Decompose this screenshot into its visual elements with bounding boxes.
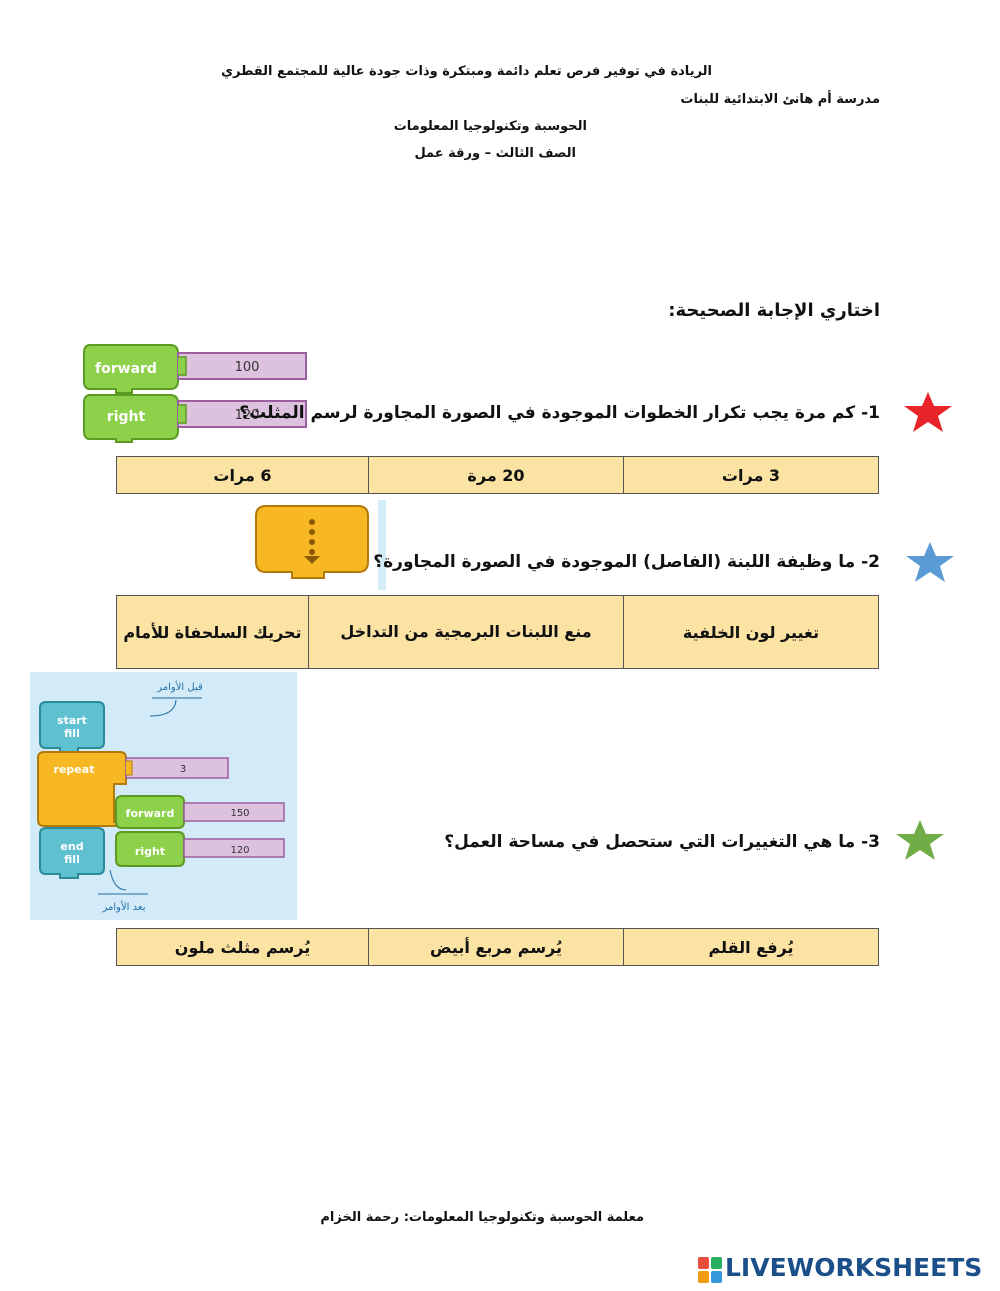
q1-option-2[interactable]: 20 مرة <box>368 456 624 494</box>
before-commands-label: قبل الأوامر <box>156 680 203 693</box>
subject-title: الحوسبة وتكنولوجيا المعلومات <box>393 119 587 134</box>
q3-option-3[interactable]: يُرسم مثلث ملون <box>116 928 369 966</box>
repeat-value: 3 <box>180 764 186 775</box>
end-fill-line1: end <box>60 840 83 853</box>
liveworksheets-mark-icon <box>698 1257 722 1283</box>
q3-option-2[interactable]: يُرسم مربع أبيض <box>368 928 624 966</box>
start-fill-line2: fill <box>64 727 80 740</box>
liveworksheets-logo: LIVEWORKSHEETS <box>697 1253 997 1285</box>
school-name: مدرسة أم هانئ الابتدائية للبنات <box>680 92 880 107</box>
question-3-text: 3- ما هي التغييرات التي ستحصل في مساحة ا… <box>444 832 880 852</box>
q1-option-1[interactable]: 3 مرات <box>623 456 879 494</box>
q3-forward-label: forward <box>126 807 175 820</box>
question-2-text: 2- ما وظيفة اللبنة (الفاصل) الموجودة في … <box>373 552 880 572</box>
question-1-options: 3 مرات 20 مرة 6 مرات <box>116 456 879 494</box>
after-commands-label: بعد الأوامر <box>102 900 146 913</box>
star-icon-blue <box>902 540 958 588</box>
instructions: اختاري الإجابة الصحيحة: <box>668 300 880 321</box>
vision-statement: الريادة في توفير فرص تعلم دائمة ومبتكرة … <box>221 64 712 79</box>
question-1-text: 1- كم مرة يجب تكرار الخطوات الموجودة في … <box>239 403 880 423</box>
end-fill-line2: fill <box>64 853 80 866</box>
q3-right-label: right <box>135 845 165 858</box>
teacher-credit: معلمة الحوسبة وتكنولوجيا المعلومات: رحمة… <box>320 1210 644 1225</box>
question-2-options: تغيير لون الخلفية منع اللبنات البرمجية م… <box>116 595 879 669</box>
q3-blocks-diagram: قبل الأوامر start fill repeat 3 forward … <box>30 672 297 920</box>
start-fill-line1: start <box>57 714 87 727</box>
star-icon-red <box>900 390 956 438</box>
q1-forward-label: forward <box>95 361 157 377</box>
separator-block-image <box>238 500 386 590</box>
q2-option-2[interactable]: منع اللبنات البرمجية من التداخل <box>308 595 624 669</box>
star-icon-green <box>892 818 948 866</box>
q2-option-1[interactable]: تغيير لون الخلفية <box>623 595 879 669</box>
grade-title: الصف الثالث – ورقة عمل <box>414 146 576 161</box>
q1-forward-value: 100 <box>235 360 260 375</box>
q3-right-value: 120 <box>230 845 249 856</box>
q2-option-3[interactable]: تحريك السلحفاة للأمام <box>116 595 309 669</box>
brand-name: LIVEWORKSHEETS <box>725 1253 983 1282</box>
repeat-label: repeat <box>54 763 95 776</box>
question-3-options: يُرفع القلم يُرسم مربع أبيض يُرسم مثلث م… <box>116 928 879 966</box>
q3-option-1[interactable]: يُرفع القلم <box>623 928 879 966</box>
q1-option-3[interactable]: 6 مرات <box>116 456 369 494</box>
q3-forward-value: 150 <box>230 808 249 819</box>
q1-right-label: right <box>107 409 146 425</box>
q1-blocks-image: forward 100 right 120 <box>82 343 310 443</box>
q1-right-value: 120 <box>235 408 260 423</box>
